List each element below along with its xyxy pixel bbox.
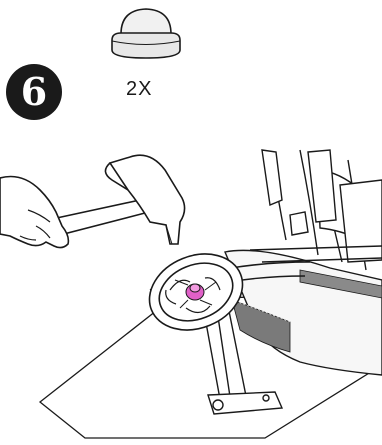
hub-cap-highlight [186,284,204,300]
step-number: 6 [21,73,47,111]
hand-icon [0,177,68,248]
hammer-icon [52,155,185,244]
step-number-badge: 6 [6,64,62,120]
quantity-label: 2X [126,78,152,101]
cap-icon [112,9,180,58]
